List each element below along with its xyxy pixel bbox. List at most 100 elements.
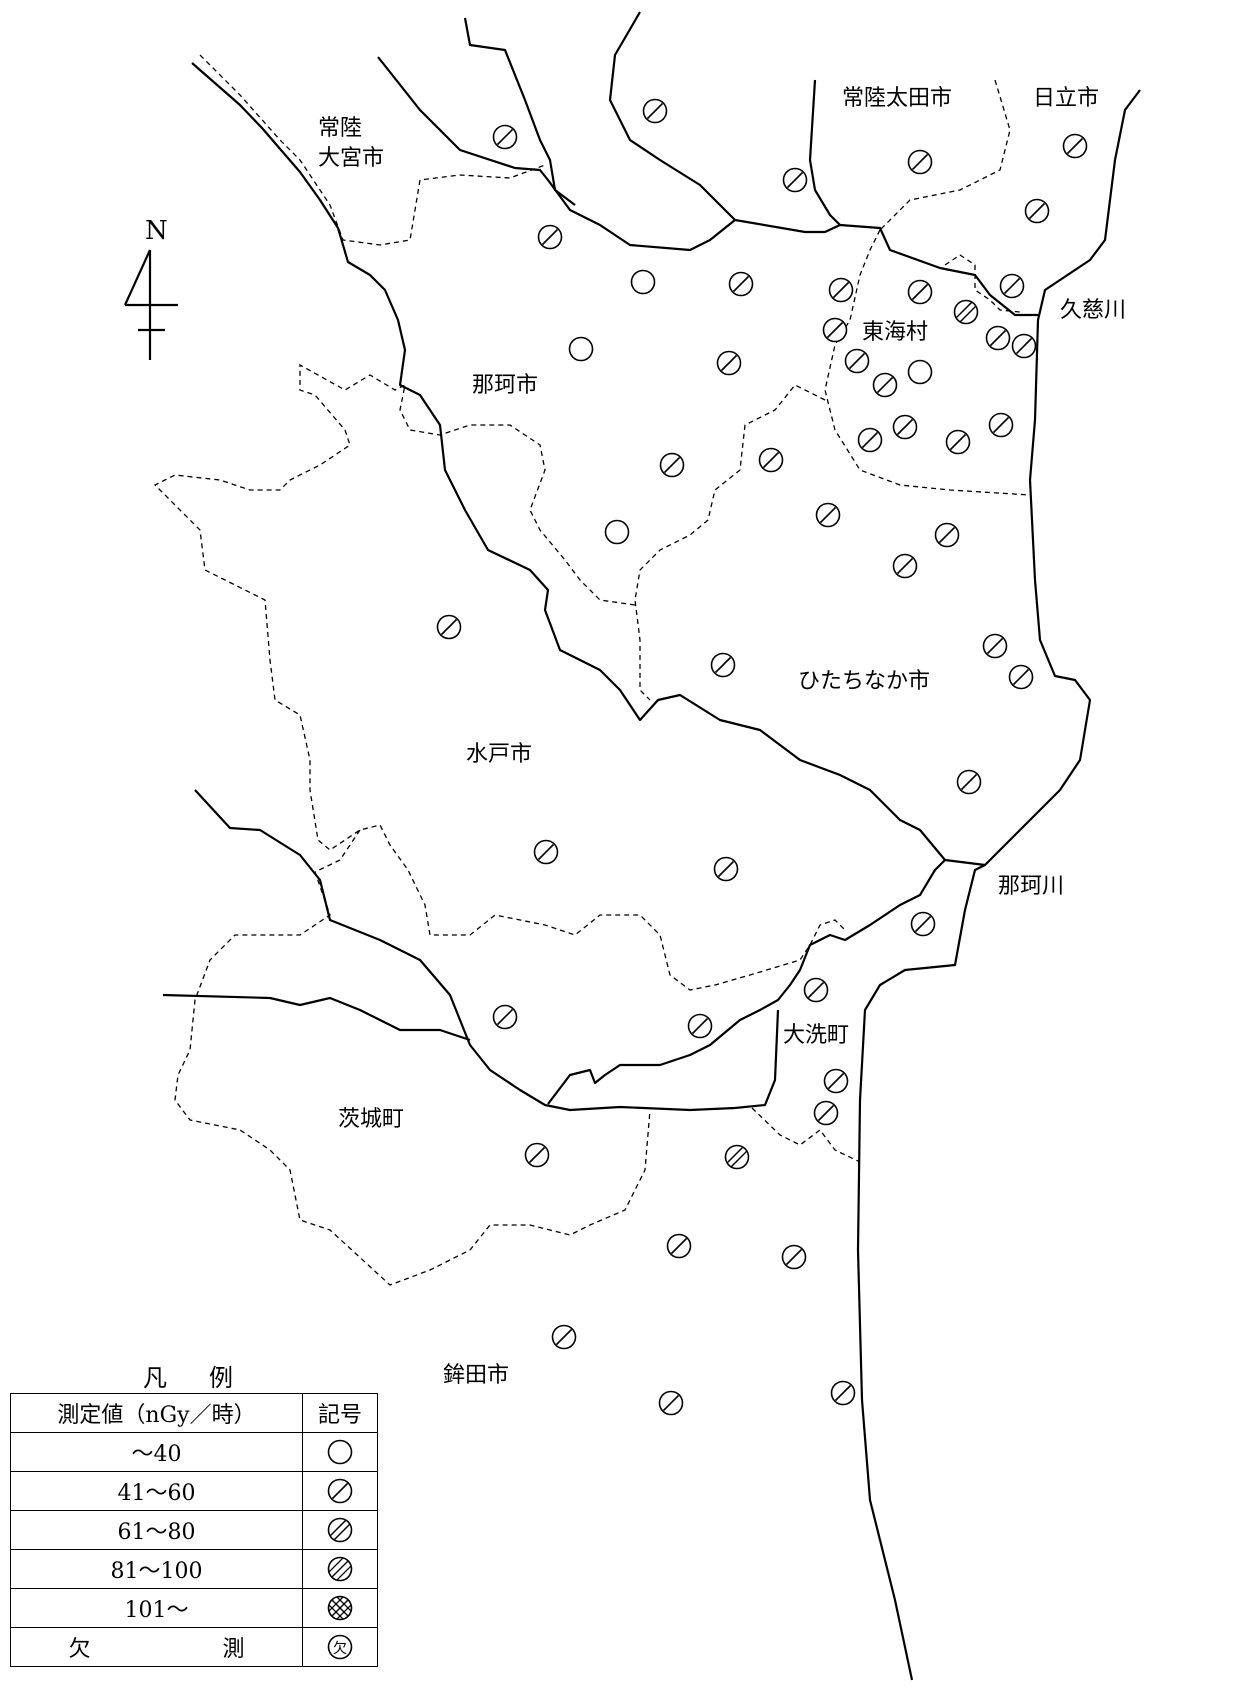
measurement-points — [436, 98, 1088, 1416]
measurement-point-circle-1-hatch-icon — [815, 502, 841, 528]
measurement-point-circle-1-hatch-icon — [985, 325, 1011, 351]
measurement-point-circle-1-hatch-icon — [492, 1004, 518, 1030]
measurement-point-circle-1-hatch-icon — [642, 98, 668, 124]
measurement-point-circle-1-hatch-icon — [782, 167, 808, 193]
measurement-point-circle-1-hatch-icon — [1008, 664, 1034, 690]
legend-row: 〜40 — [10, 1432, 378, 1472]
legend-header-row: 測定値（nGy／時） 記号 — [10, 1393, 378, 1433]
measurement-point-circle-1-hatch-icon — [728, 271, 754, 297]
legend-title-char-1: 凡 — [143, 1364, 169, 1392]
legend-table: 測定値（nGy／時） 記号 〜40 41〜60 61〜80 81〜100 101… — [10, 1393, 378, 1667]
north-arrow-icon — [123, 249, 178, 360]
boundary-mito-ibaraki — [174, 829, 651, 1286]
measurement-point-circle-1-hatch-icon — [758, 447, 784, 473]
legend-row-label: 81〜100 — [10, 1549, 303, 1589]
circle-3-hatch-icon — [326, 1555, 354, 1583]
compass-north-label: N — [145, 216, 168, 246]
measurement-point-circle-1-hatch-icon — [781, 1244, 807, 1270]
open-circle-icon — [327, 1439, 353, 1465]
measurement-point-circle-1-hatch-icon — [822, 317, 848, 343]
boundary-tokai-n — [824, 229, 1031, 496]
circle-1-hatch-icon — [327, 1478, 353, 1504]
measurement-point-open-circle-icon — [604, 519, 630, 545]
legend-row-label: 41〜60 — [10, 1471, 303, 1511]
river-line-s2 — [162, 993, 471, 1042]
legend-row: 欠 測 — [10, 1627, 378, 1667]
measurement-point-circle-1-hatch-icon — [713, 856, 739, 882]
measurement-point-circle-1-hatch-icon — [813, 1100, 839, 1126]
coast-line-south — [856, 864, 986, 1681]
measurement-point-circle-1-hatch-icon — [910, 911, 936, 937]
measurement-point-circle-2-hatch-icon — [954, 300, 978, 324]
legend-row-label: 101〜 — [10, 1588, 303, 1628]
boundary-tokai-e — [944, 254, 1021, 313]
measurement-point-circle-1-hatch-icon — [956, 769, 982, 795]
label-hitachiota: 常陸太田市 — [842, 86, 953, 111]
legend-row-label: 〜40 — [10, 1432, 303, 1472]
measurement-point-circle-1-hatch-icon — [533, 839, 559, 865]
measurement-point-circle-1-hatch-icon — [524, 1142, 550, 1168]
legend-row: 41〜60 — [10, 1471, 378, 1511]
measurement-point-circle-1-hatch-icon — [658, 1390, 684, 1416]
measurement-point-circle-1-hatch-icon — [982, 633, 1008, 659]
label-naka: 那珂市 — [472, 373, 539, 398]
measurement-point-circle-1-hatch-icon — [830, 1380, 856, 1406]
measurement-point-circle-1-hatch-icon — [872, 372, 898, 398]
circle-cross-hatch-icon — [326, 1594, 354, 1622]
measurement-point-circle-1-hatch-icon — [1024, 198, 1050, 224]
measurement-point-circle-1-hatch-icon — [823, 1068, 849, 1094]
measurement-point-open-circle-icon — [907, 359, 933, 385]
measurement-point-circle-1-hatch-icon — [892, 553, 918, 579]
measurement-point-circle-1-hatch-icon — [857, 427, 883, 453]
measurement-point-circle-1-hatch-icon — [551, 1324, 577, 1350]
measurement-point-circle-1-hatch-icon — [666, 1233, 692, 1259]
circle-2-hatch-icon — [326, 1516, 354, 1544]
measurement-point-circle-1-hatch-icon — [537, 224, 563, 250]
label-nakagawa: 那珂川 — [998, 874, 1065, 899]
circle-missing-icon — [327, 1634, 353, 1660]
label-hokota: 鉾田市 — [443, 1363, 510, 1388]
label-mito: 水戸市 — [466, 742, 533, 767]
measurement-point-circle-1-hatch-icon — [1011, 333, 1037, 359]
legend-row: 101〜 — [10, 1588, 378, 1628]
measurement-point-circle-1-hatch-icon — [710, 652, 736, 678]
boundary-naka-mito — [153, 363, 846, 991]
measurement-point-circle-1-hatch-icon — [892, 414, 918, 440]
measurement-point-circle-1-hatch-icon — [907, 149, 933, 175]
measurement-point-circle-1-hatch-icon — [436, 614, 462, 640]
legend-row: 61〜80 — [10, 1510, 378, 1550]
measurement-point-circle-1-hatch-icon — [907, 279, 933, 305]
measurement-point-circle-1-hatch-icon — [934, 522, 960, 548]
measurement-point-circle-1-hatch-icon — [844, 348, 870, 374]
river-line-nw — [191, 62, 1141, 867]
river-line-n3 — [608, 11, 736, 221]
legend-header-symbol: 記号 — [302, 1393, 378, 1433]
boundary-lines — [153, 54, 1031, 1286]
label-hitachinaka: ひたちなか市 — [798, 669, 931, 694]
measurement-point-open-circle-icon — [568, 336, 594, 362]
measurement-point-open-circle-icon — [630, 269, 656, 295]
boundary-oarai-hokota — [751, 1107, 861, 1163]
label-oarai: 大洗町 — [783, 1023, 850, 1048]
measurement-point-circle-1-hatch-icon — [687, 1013, 713, 1039]
label-ibaraki: 茨城町 — [338, 1107, 405, 1132]
label-kujigawa: 久慈川 — [1060, 298, 1127, 323]
river-line-n1 — [377, 56, 1040, 317]
legend-title-char-2: 例 — [209, 1364, 235, 1392]
river-line-n4 — [808, 79, 841, 226]
river-line-n2 — [463, 17, 576, 206]
measurement-point-circle-1-hatch-icon — [803, 977, 829, 1003]
river-line-s3 — [547, 859, 946, 1105]
measurement-point-circle-1-hatch-icon — [988, 412, 1014, 438]
boundary-naka-hitachinaka — [634, 384, 826, 701]
measurement-point-circle-1-hatch-icon — [945, 429, 971, 455]
measurement-point-circle-1-hatch-icon — [716, 350, 742, 376]
legend-title: 凡例 — [143, 1358, 275, 1393]
legend-row-label: 欠 測 — [10, 1627, 303, 1667]
measurement-point-circle-2-hatch-icon — [725, 1145, 749, 1169]
label-hitachi: 日立市 — [1033, 86, 1100, 111]
measurement-point-circle-1-hatch-icon — [999, 273, 1025, 299]
boundary-hitachiomiya — [199, 54, 546, 246]
river-line-s1 — [194, 789, 780, 1112]
